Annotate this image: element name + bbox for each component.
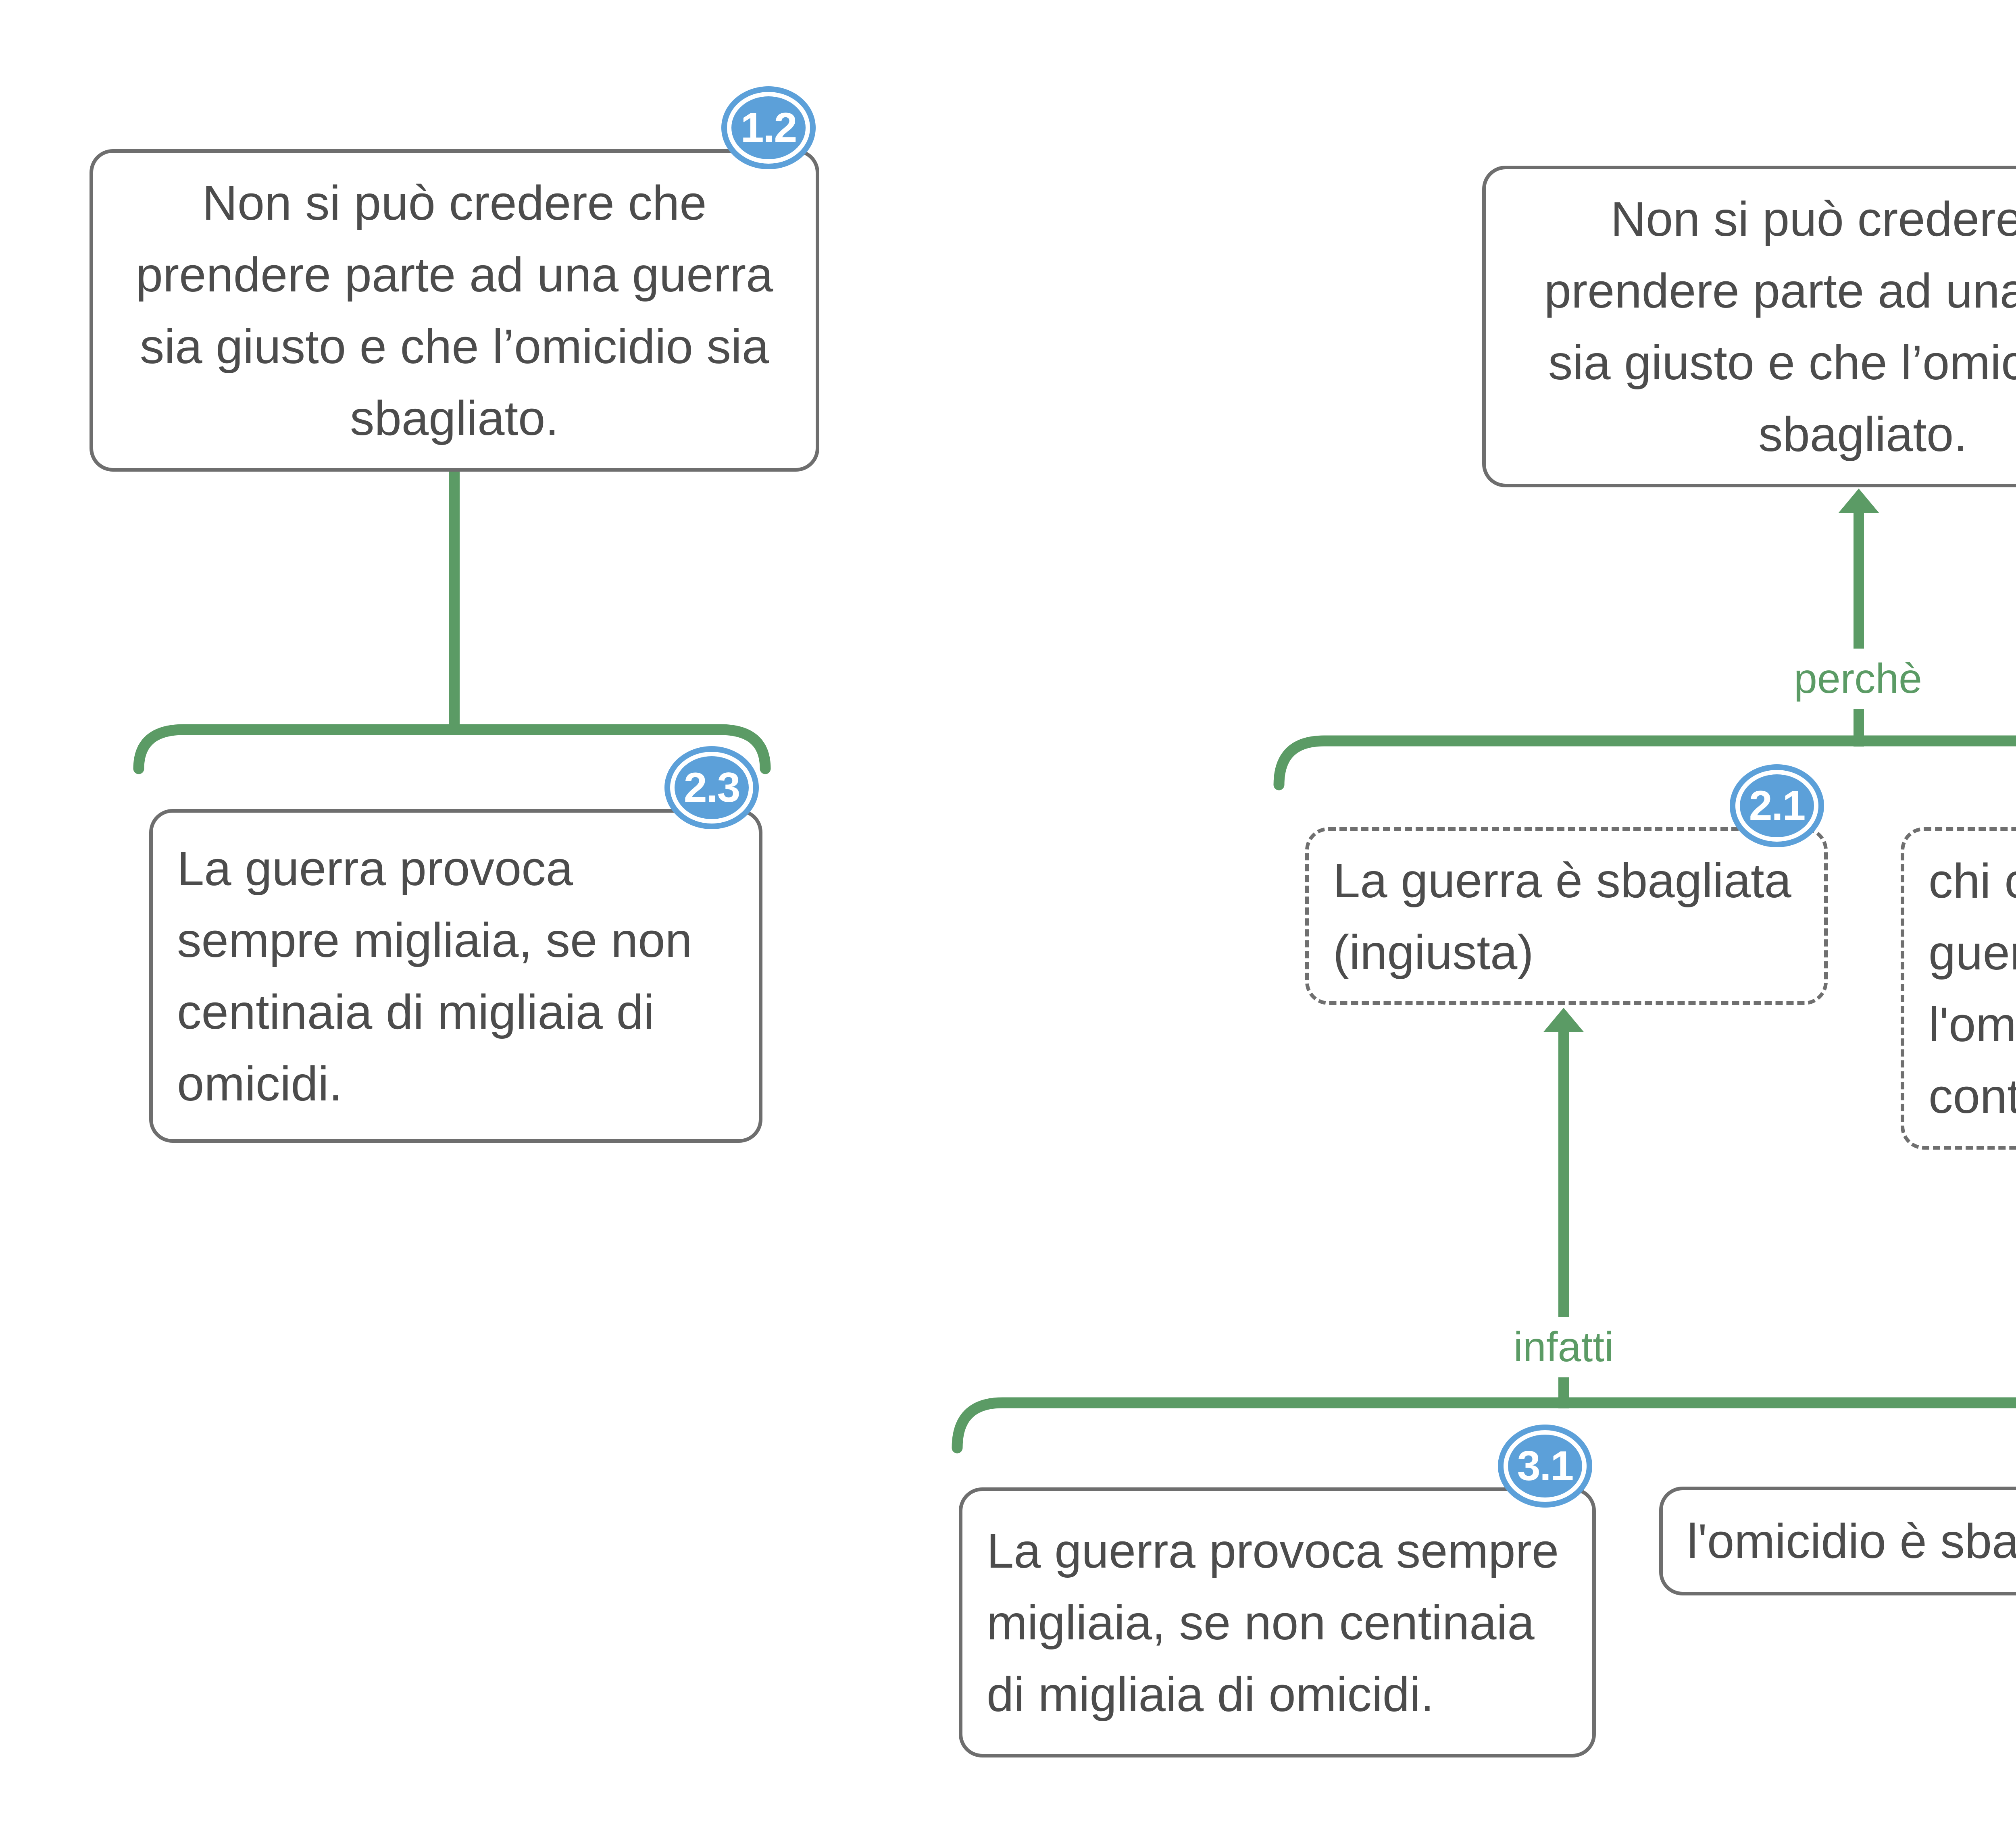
bracket-right [1273, 735, 2016, 790]
badge-1-2-number: 1.2 [740, 104, 798, 151]
claim-text-2-2: chi crede che la guerra è giusta e l'omi… [1929, 853, 2016, 1123]
claim-box-3-2[interactable]: 3.2 l'omicidio è sbagliato [1659, 1487, 2016, 1595]
badge-3-1-number: 3.1 [1517, 1442, 1574, 1489]
claim-text-1-1: Non si può credere che prendere parte ad… [1544, 191, 2016, 462]
claim-box-2-1[interactable]: 2.1 La guerra è sbagliata (ingiusta) [1305, 764, 1828, 1005]
claim-box-3-1[interactable]: 3.1 La guerra provoca sempre migliaia, s… [959, 1425, 1596, 1757]
badge-2-1: 2.1 [1730, 764, 1824, 847]
badge-2-1-number: 2.1 [1749, 782, 1806, 829]
arrowhead-up-2 [1543, 1008, 1584, 1032]
badge-1-2: 1.2 [721, 86, 816, 169]
claim-box-2-3[interactable]: 2.3 La guerra provoca sempre migliaia, s… [149, 746, 762, 1143]
arrowhead-up-1 [1839, 489, 1879, 513]
claim-text-3-1: La guerra provoca sempre migliaia, se no… [987, 1523, 1559, 1722]
edge-label-because: perchè [1782, 649, 1934, 709]
bracket-bottom [952, 1397, 2016, 1454]
edge-label-infact: infatti [1501, 1317, 1626, 1377]
claim-text-3-2: l'omicidio è sbagliato [1687, 1514, 2016, 1568]
claim-box-2-2[interactable]: 2.2 chi crede che la guerra è giusta e l… [1901, 827, 2016, 1150]
badge-2-3: 2.3 [664, 746, 759, 829]
badge-3-1: 3.1 [1498, 1425, 1592, 1508]
bracket-left [133, 724, 771, 774]
badge-2-3-number: 2.3 [683, 764, 741, 811]
claim-text-2-1: La guerra è sbagliata (ingiusta) [1333, 853, 1791, 980]
claim-box-1-2[interactable]: 1.2 Non si può credere che prendere part… [90, 86, 819, 472]
claim-text-1-2: Non si può credere che prendere parte ad… [135, 175, 773, 445]
claim-text-2-3: La guerra provoca sempre migliaia, se no… [177, 841, 692, 1111]
claim-box-1-1[interactable]: 1.1 Non si può credere che prendere part… [1482, 166, 2016, 487]
